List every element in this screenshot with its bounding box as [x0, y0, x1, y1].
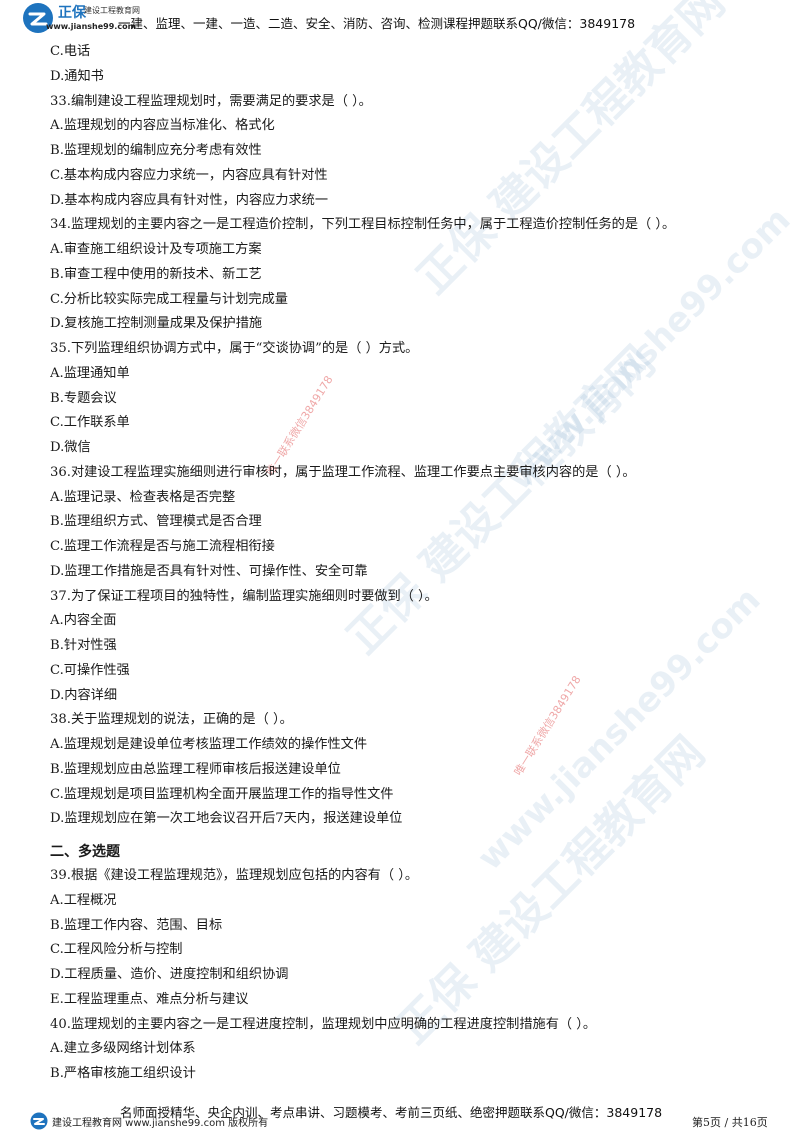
text-line: 33.编制建设工程监理规划时，需要满足的要求是（ ）。	[50, 93, 372, 109]
logo-brand: 正保	[58, 5, 86, 21]
text-line: 36.对建设工程监理实施细则进行审核时，属于监理工作流程、监理工作要点主要审核内…	[50, 464, 636, 480]
text-line: D.内容详细	[50, 687, 118, 703]
text-line: D.微信	[50, 440, 91, 455]
text-line: C.监理工作流程是否与施工流程相衔接	[50, 539, 275, 554]
text-line: 35.下列监理组织协调方式中，属于“交谈协调”的是（ ）方式。	[50, 341, 419, 356]
text-line: A.监理通知单	[50, 365, 130, 381]
text-line: D.监理规划应在第一次工地会议召开后7天内，报送建设单位	[50, 811, 403, 827]
text-line: A.工程概况	[50, 892, 117, 908]
text-line: A.建立多级网络计划体系	[50, 1041, 196, 1057]
text-line: E.工程监理重点、难点分析与建议	[50, 991, 249, 1007]
text-line: B.监理工作内容、范围、目标	[50, 917, 223, 933]
text-line: 37.为了保证工程项目的独特性，编制监理实施细则时要做到（ ）。	[50, 588, 438, 604]
footer-brand: 建设工程教育网 www.jianshe99.com 版权所有	[52, 1118, 269, 1129]
text-line: A.审查施工组织设计及专项施工方案	[50, 242, 262, 257]
text-line: C.基本构成内容应力求统一，内容应具有针对性	[50, 167, 328, 183]
footer-banner-text: 名师面授精华、央企内训、考点串讲、习题模考、考前三页纸、绝密押题联系QQ/微信：…	[120, 1105, 663, 1120]
page-footer: 名师面授精华、央企内训、考点串讲、习题模考、考前三页纸、绝密押题联系QQ/微信：…	[0, 1098, 800, 1132]
text-line: B.严格审核施工组织设计	[50, 1066, 196, 1081]
text-line: A.监理规划的内容应当标准化、格式化	[50, 118, 275, 134]
page-header: 正保 建设工程教育网 www.jianshe99.com 一建、监理、一建、一造…	[0, 0, 800, 38]
text-line: B.针对性强	[50, 638, 117, 653]
text-line: D.复核施工控制测量成果及保护措施	[50, 316, 263, 332]
text-line: B.监理规划的编制应充分考虑有效性	[50, 143, 262, 158]
text-line: B.监理规划应由总监理工程师审核后报送建设单位	[50, 761, 341, 777]
text-line: C.可操作性强	[50, 662, 130, 678]
text-line: 39.根据《建设工程监理规范》，监理规划应包括的内容有（ ）。	[50, 868, 419, 883]
logo-badge-icon	[23, 3, 53, 33]
text-line: 34.监理规划的主要内容之一是工程造价控制，下列工程目标控制任务中，属于工程造价…	[50, 217, 676, 233]
text-line: A.监理记录、检查表格是否完整	[50, 489, 236, 505]
document-body: C.电话 D.通知书 33.编制建设工程监理规划时，需要满足的要求是（ ）。 A.监理…	[50, 40, 770, 1087]
text-line: A.监理规划是建设单位考核监理工作绩效的操作性文件	[50, 737, 368, 752]
header-banner-text: 一建、监理、一建、一造、二造、安全、消防、咨询、检测课程押题联系QQ/微信：38…	[118, 16, 636, 31]
text-line: C.电话	[50, 44, 91, 59]
text-line: 38.关于监理规划的说法，正确的是（ ）。	[50, 712, 293, 728]
text-line: C.分析比较实际完成工程量与计划完成量	[50, 291, 288, 307]
question-list-multi-choice: 39.根据《建设工程监理规范》，监理规划应包括的内容有（ ）。 A.工程概况 B.监…	[50, 864, 770, 1087]
text-line: A.内容全面	[50, 613, 117, 629]
text-line: B.监理组织方式、管理模式是否合理	[50, 514, 262, 530]
text-line: 40.监理规划的主要内容之一是工程进度控制，监理规划中应明确的工程进度控制措施有…	[50, 1016, 597, 1032]
text-line: C.工作联系单	[50, 415, 130, 431]
footer-logo-icon	[30, 1112, 48, 1130]
section-title: 二、多选题	[50, 844, 120, 860]
text-line: B.专题会议	[50, 390, 117, 406]
text-line: D.工程质量、造价、进度控制和组织协调	[50, 967, 289, 982]
page-number: 第5页 / 共16页	[692, 1116, 768, 1129]
text-line: D.基本构成内容应具有针对性，内容应力求统一	[50, 192, 329, 208]
logo-org: 建设工程教育网	[84, 6, 140, 15]
text-line: D.通知书	[50, 68, 104, 84]
text-line: D.监理工作措施是否具有针对性、可操作性、安全可靠	[50, 563, 368, 579]
header-logo: 正保 建设工程教育网 www.jianshe99.com	[22, 2, 140, 36]
text-line: C.监理规划是项目监理机构全面开展监理工作的指导性文件	[50, 786, 394, 802]
logo-url: www.jianshe99.com	[46, 22, 136, 31]
question-list-single-choice: C.电话 D.通知书 33.编制建设工程监理规划时，需要满足的要求是（ ）。 A.监理…	[50, 40, 770, 832]
text-line: B.审查工程中使用的新技术、新工艺	[50, 266, 262, 282]
text-line: C.工程风险分析与控制	[50, 942, 183, 958]
